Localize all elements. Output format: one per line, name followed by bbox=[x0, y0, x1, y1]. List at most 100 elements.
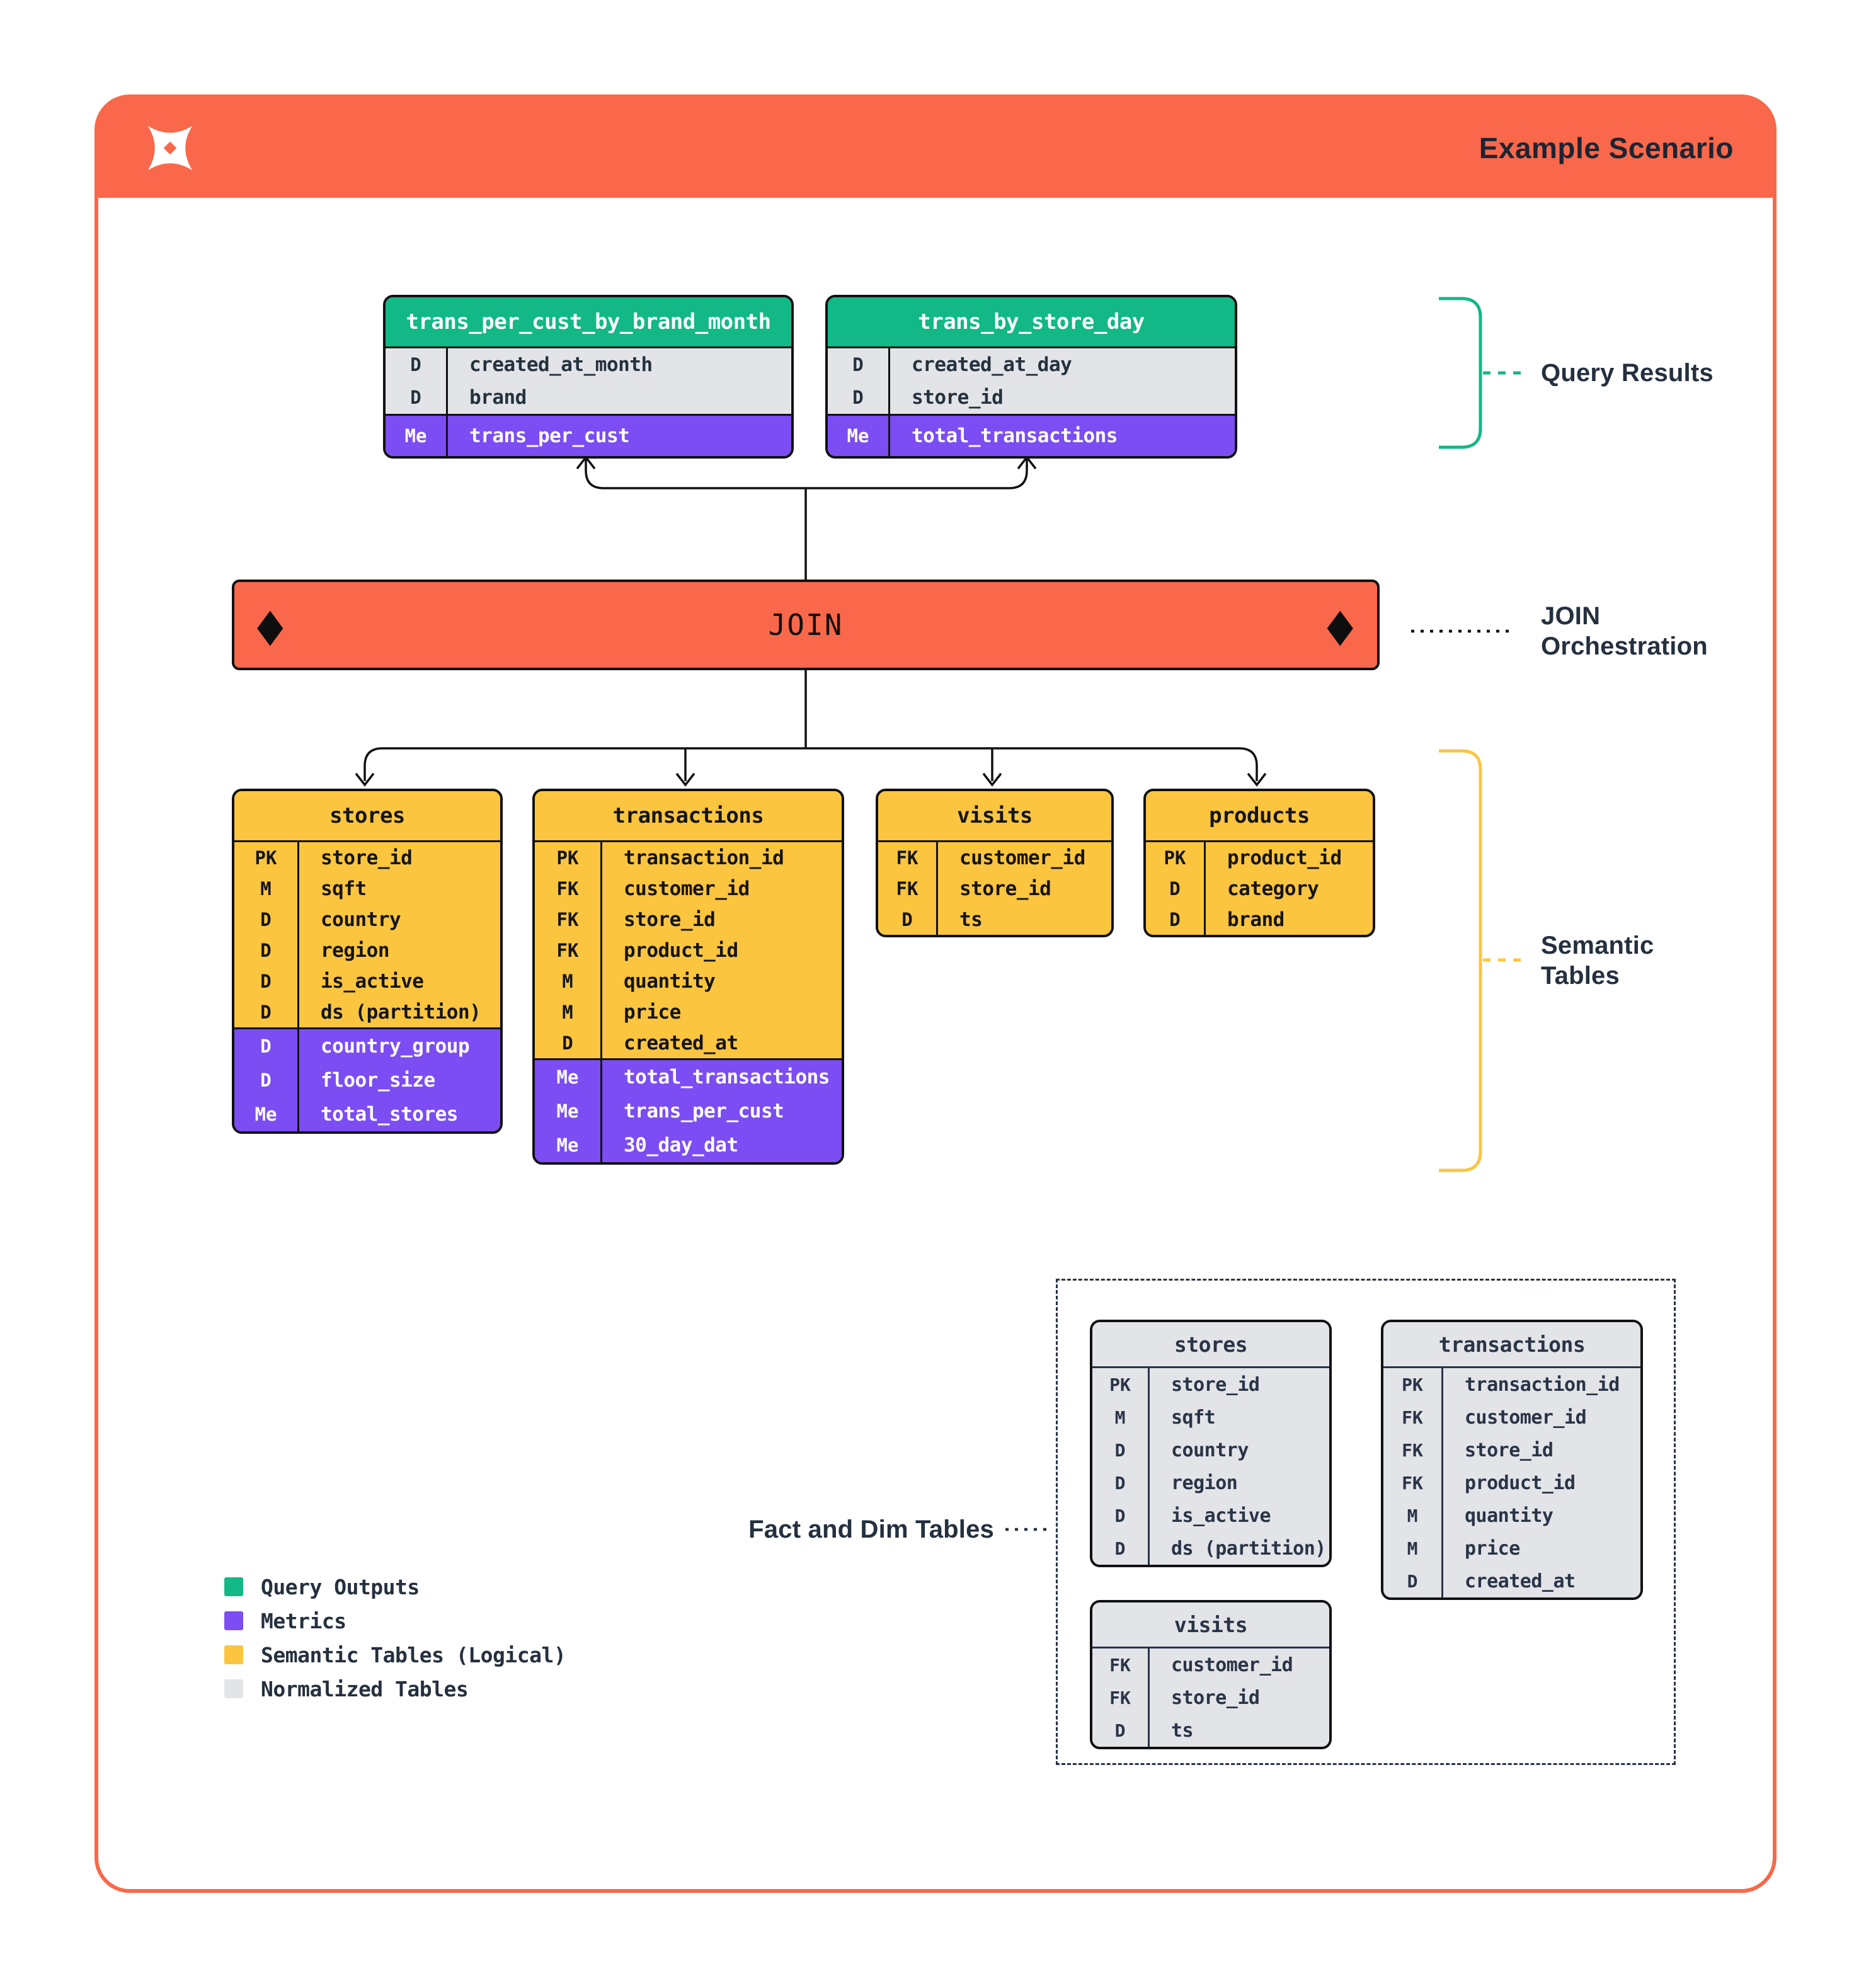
field-key: Me bbox=[556, 1134, 579, 1156]
field-name: store_id bbox=[297, 842, 500, 873]
legend-label: Query Outputs bbox=[261, 1574, 420, 1599]
field-key: FK bbox=[1109, 1687, 1131, 1708]
field-name: sqft bbox=[297, 873, 500, 904]
join-orchestration-bar: ◆ JOIN ◆ bbox=[232, 580, 1380, 670]
query-results-label: Query Results bbox=[1541, 359, 1714, 387]
field-name: transaction_id bbox=[1441, 1368, 1640, 1401]
field-key: FK bbox=[556, 939, 579, 961]
field-name: store_id bbox=[1148, 1681, 1329, 1714]
field-name: total_transactions bbox=[888, 416, 1235, 456]
field-key: D bbox=[562, 1032, 573, 1054]
field-key: D bbox=[260, 1036, 272, 1057]
field-key: M bbox=[1407, 1538, 1418, 1559]
legend-label: Normalized Tables bbox=[261, 1676, 469, 1701]
table-title: transactions bbox=[535, 791, 842, 842]
semantic-tables-swatch-icon bbox=[224, 1645, 243, 1664]
field-key: FK bbox=[556, 877, 579, 900]
field-name: store_id bbox=[1441, 1434, 1640, 1466]
semantic-tables-label-line1: Semantic bbox=[1541, 932, 1654, 959]
legend-item-semantic-tables: Semantic Tables (Logical) bbox=[224, 1638, 566, 1672]
table-title: products bbox=[1146, 791, 1373, 842]
field-name: created_at bbox=[600, 1027, 842, 1058]
query-outputs-swatch-icon bbox=[224, 1577, 243, 1596]
field-name: total_stores bbox=[297, 1097, 500, 1131]
legend-item-query-outputs: Query Outputs bbox=[224, 1570, 566, 1604]
field-row: Me total_transactions bbox=[535, 1060, 842, 1094]
field-name: ds (partition) bbox=[297, 997, 500, 1027]
join-orchestration-label: JOIN Orchestration bbox=[1541, 601, 1708, 661]
legend-label: Semantic Tables (Logical) bbox=[261, 1642, 566, 1667]
field-key: D bbox=[410, 387, 421, 408]
four-point-star-logo-icon bbox=[147, 125, 193, 171]
field-key: D bbox=[852, 387, 864, 408]
field-name: store_id bbox=[888, 381, 1235, 414]
table-title: transactions bbox=[1383, 1322, 1640, 1368]
fact-dim-box bbox=[1056, 1279, 1676, 1765]
field-name: price bbox=[600, 997, 842, 1027]
field-key: M bbox=[1114, 1407, 1126, 1428]
field-name: customer_id bbox=[1148, 1648, 1329, 1681]
field-row: PK store_id bbox=[1092, 1368, 1329, 1401]
field-key: D bbox=[1169, 877, 1181, 900]
field-name: trans_per_cust bbox=[446, 416, 791, 456]
table-title: visits bbox=[878, 791, 1111, 842]
field-key: PK bbox=[1109, 1374, 1131, 1395]
field-name: region bbox=[297, 935, 500, 966]
field-key: M bbox=[1407, 1505, 1418, 1526]
table-title: trans_by_store_day bbox=[828, 297, 1235, 348]
field-key: FK bbox=[556, 908, 579, 930]
field-name: store_id bbox=[1148, 1368, 1329, 1401]
field-name: created_at_day bbox=[888, 348, 1235, 381]
field-key: M bbox=[562, 1001, 573, 1023]
normalized-tables-swatch-icon bbox=[224, 1679, 243, 1698]
field-key: FK bbox=[1109, 1654, 1131, 1676]
field-name: customer_id bbox=[1441, 1401, 1640, 1434]
table-title: stores bbox=[234, 791, 500, 842]
semantic-tables-label-line2: Tables bbox=[1541, 962, 1620, 990]
field-key: FK bbox=[1402, 1439, 1423, 1461]
field-name: product_id bbox=[600, 935, 842, 966]
field-name: quantity bbox=[600, 966, 842, 997]
field-row: FK product_id bbox=[535, 935, 842, 966]
field-key: Me bbox=[255, 1104, 277, 1125]
field-key: D bbox=[1114, 1505, 1126, 1526]
field-name: ts bbox=[1148, 1714, 1329, 1747]
join-orchestration-label-line2: Orchestration bbox=[1541, 632, 1708, 660]
field-row: FK store_id bbox=[1383, 1434, 1640, 1466]
field-key: Me bbox=[404, 425, 427, 447]
field-name: total_transactions bbox=[600, 1060, 842, 1094]
card-header: Example Scenario bbox=[98, 98, 1773, 198]
field-key: Me bbox=[556, 1066, 579, 1088]
field-name: is_active bbox=[297, 966, 500, 997]
field-key: D bbox=[1114, 1439, 1126, 1461]
join-orchestration-label-line1: JOIN bbox=[1541, 602, 1601, 630]
